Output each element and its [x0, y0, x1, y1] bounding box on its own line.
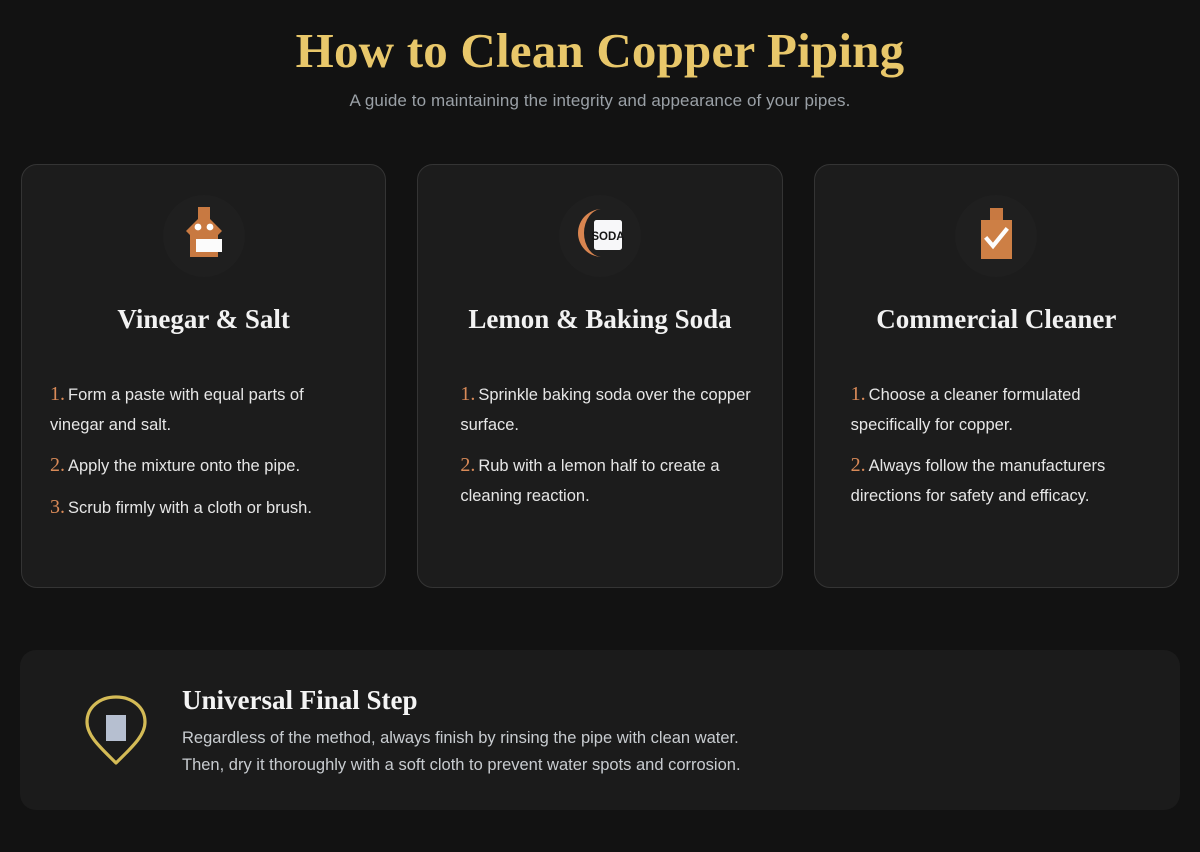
method-card-row: Vinegar & Salt 1.Form a paste with equal…	[20, 163, 1180, 588]
card-title: Vinegar & Salt	[117, 303, 290, 334]
commercial-cleaner-bottle-icon	[972, 205, 1020, 266]
icon-badge	[955, 194, 1038, 277]
lemon-baking-soda-icon: SODA	[572, 205, 628, 266]
card-title: Commercial Cleaner	[876, 303, 1117, 334]
step-list: 1.Form a paste with equal parts of vineg…	[46, 377, 361, 525]
universal-final-step-panel: Universal Final Step Regardless of the m…	[20, 649, 1180, 810]
step-number: 1.	[50, 382, 65, 405]
step-text: Choose a cleaner formulated specifically…	[850, 385, 1081, 435]
water-droplet-icon	[80, 694, 152, 766]
step-text: Form a paste with equal parts of vinegar…	[50, 385, 304, 435]
step-number: 2.	[460, 453, 476, 476]
list-item: 2.Apply the mixture onto the pipe.	[50, 448, 361, 482]
page-header: How to Clean Copper Piping A guide to ma…	[20, 0, 1180, 111]
step-text: Always follow the manufacturers directio…	[850, 456, 1106, 506]
soda-label: SODA	[591, 231, 624, 243]
final-step-line-1: Regardless of the method, always finish …	[182, 729, 739, 748]
check-icon	[984, 227, 1010, 250]
method-card-vinegar-salt[interactable]: Vinegar & Salt 1.Form a paste with equal…	[21, 163, 387, 588]
page-subtitle: A guide to maintaining the integrity and…	[349, 90, 851, 110]
step-list: 1.Sprinkle baking soda over the copper s…	[442, 377, 757, 511]
method-card-commercial-cleaner[interactable]: Commercial Cleaner 1.Choose a cleaner fo…	[813, 163, 1179, 588]
step-text: Sprinkle baking soda over the copper sur…	[460, 385, 751, 435]
list-item: 3.Scrub firmly with a cloth or brush.	[50, 490, 361, 524]
final-step-title: Universal Final Step	[182, 684, 418, 715]
icon-badge: SODA	[558, 194, 641, 277]
vinegar-salt-bottle-icon	[178, 205, 230, 266]
step-text: Apply the mixture onto the pipe.	[68, 456, 301, 475]
final-step-text-block: Universal Final Step Regardless of the m…	[182, 682, 741, 778]
icon-badge	[162, 194, 245, 277]
list-item: 1.Sprinkle baking soda over the copper s…	[460, 377, 757, 440]
list-item: 1.Form a paste with equal parts of vineg…	[50, 377, 361, 440]
card-title: Lemon & Baking Soda	[468, 303, 732, 334]
step-number: 1.	[850, 382, 866, 405]
list-item: 2.Always follow the manufacturers direct…	[851, 448, 1154, 511]
final-step-description: Regardless of the method, always finish …	[182, 725, 741, 778]
list-item: 2.Rub with a lemon half to create a clea…	[460, 448, 757, 511]
step-text: Scrub firmly with a cloth or brush.	[68, 499, 312, 518]
step-number: 2.	[850, 453, 866, 476]
page-title: How to Clean Copper Piping	[295, 23, 905, 78]
list-item: 1.Choose a cleaner formulated specifical…	[851, 377, 1154, 440]
step-number: 2.	[50, 453, 65, 476]
method-card-lemon-baking-soda[interactable]: SODA Lemon & Baking Soda 1.Sprinkle baki…	[417, 163, 783, 588]
final-step-line-2: Then, dry it thoroughly with a soft clot…	[182, 755, 741, 774]
step-number: 3.	[50, 496, 65, 519]
step-number: 1.	[460, 382, 476, 405]
step-list: 1.Choose a cleaner formulated specifical…	[839, 377, 1154, 511]
step-text: Rub with a lemon half to create a cleani…	[460, 456, 720, 506]
